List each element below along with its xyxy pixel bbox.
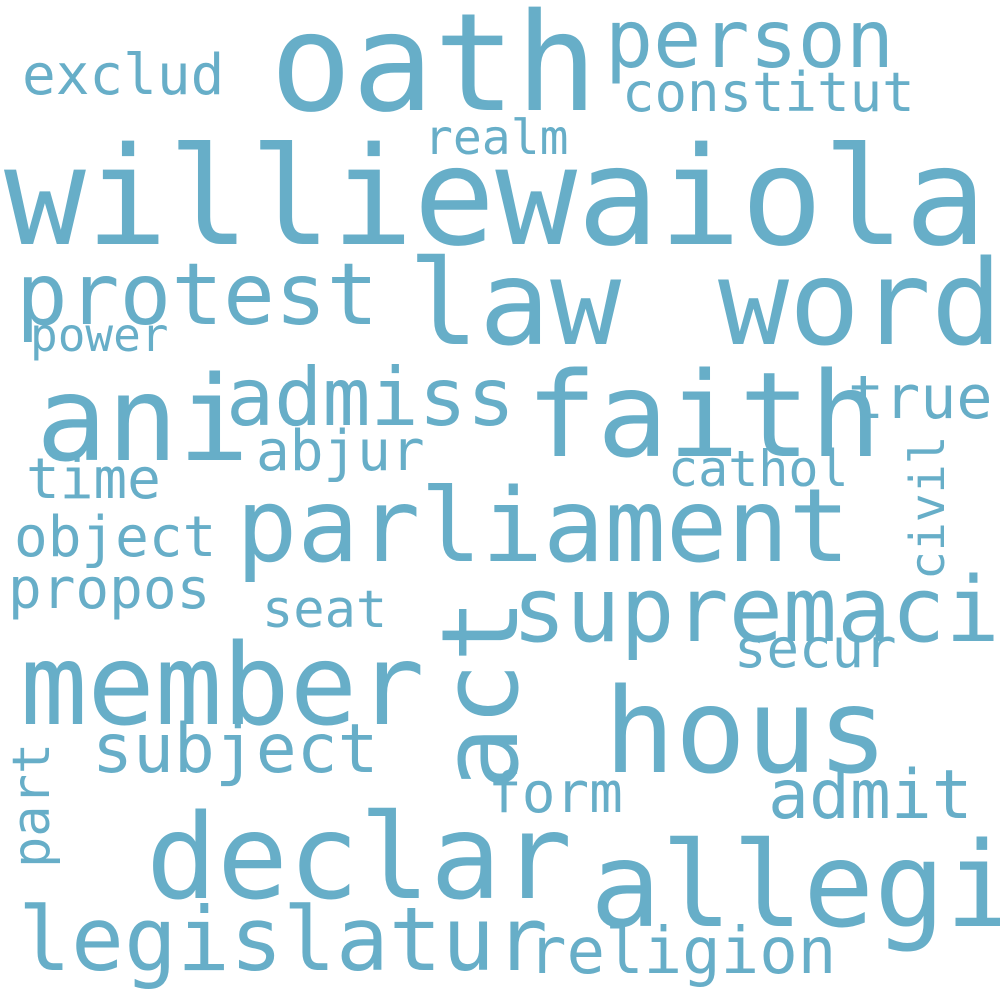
- word-protest: protest: [16, 245, 379, 345]
- word-cathol: cathol: [668, 440, 849, 498]
- word-subject: subject: [92, 710, 379, 789]
- word-constitut: constitut: [622, 61, 915, 124]
- word-part: part: [2, 742, 62, 868]
- word-law: law: [408, 234, 622, 372]
- word-ani: ani: [36, 350, 250, 488]
- word-realm: realm: [424, 110, 569, 166]
- word-allegi: allegi: [590, 816, 1000, 954]
- word-williewaiola: williewaiola: [4, 119, 987, 277]
- word-true: true: [848, 363, 993, 433]
- word-oath: oath: [270, 0, 598, 143]
- word-object: object: [14, 505, 217, 570]
- word-supremaci: supremaci: [512, 558, 1000, 663]
- word-declar: declar: [146, 788, 573, 926]
- word-parliament: parliament: [236, 467, 851, 586]
- word-admiss: admiss: [226, 351, 515, 444]
- word-admit: admit: [768, 756, 973, 835]
- word-secur: secur: [734, 617, 897, 680]
- word-form: form: [488, 761, 623, 826]
- word-power: power: [30, 308, 169, 362]
- word-member: member: [20, 621, 425, 751]
- word-faith: faith: [526, 346, 882, 484]
- word-propos: propos: [8, 557, 211, 622]
- word-seat: seat: [262, 580, 388, 640]
- word-time: time: [26, 447, 161, 512]
- word-religion: religion: [528, 915, 837, 989]
- word-hous: hous: [604, 662, 889, 800]
- word-abjur: abjur: [256, 419, 425, 484]
- word-word: word: [718, 234, 1000, 372]
- word-person: person: [605, 0, 894, 86]
- word-legislatur: legislatur: [18, 888, 548, 991]
- word-exclud: exclud: [22, 43, 225, 108]
